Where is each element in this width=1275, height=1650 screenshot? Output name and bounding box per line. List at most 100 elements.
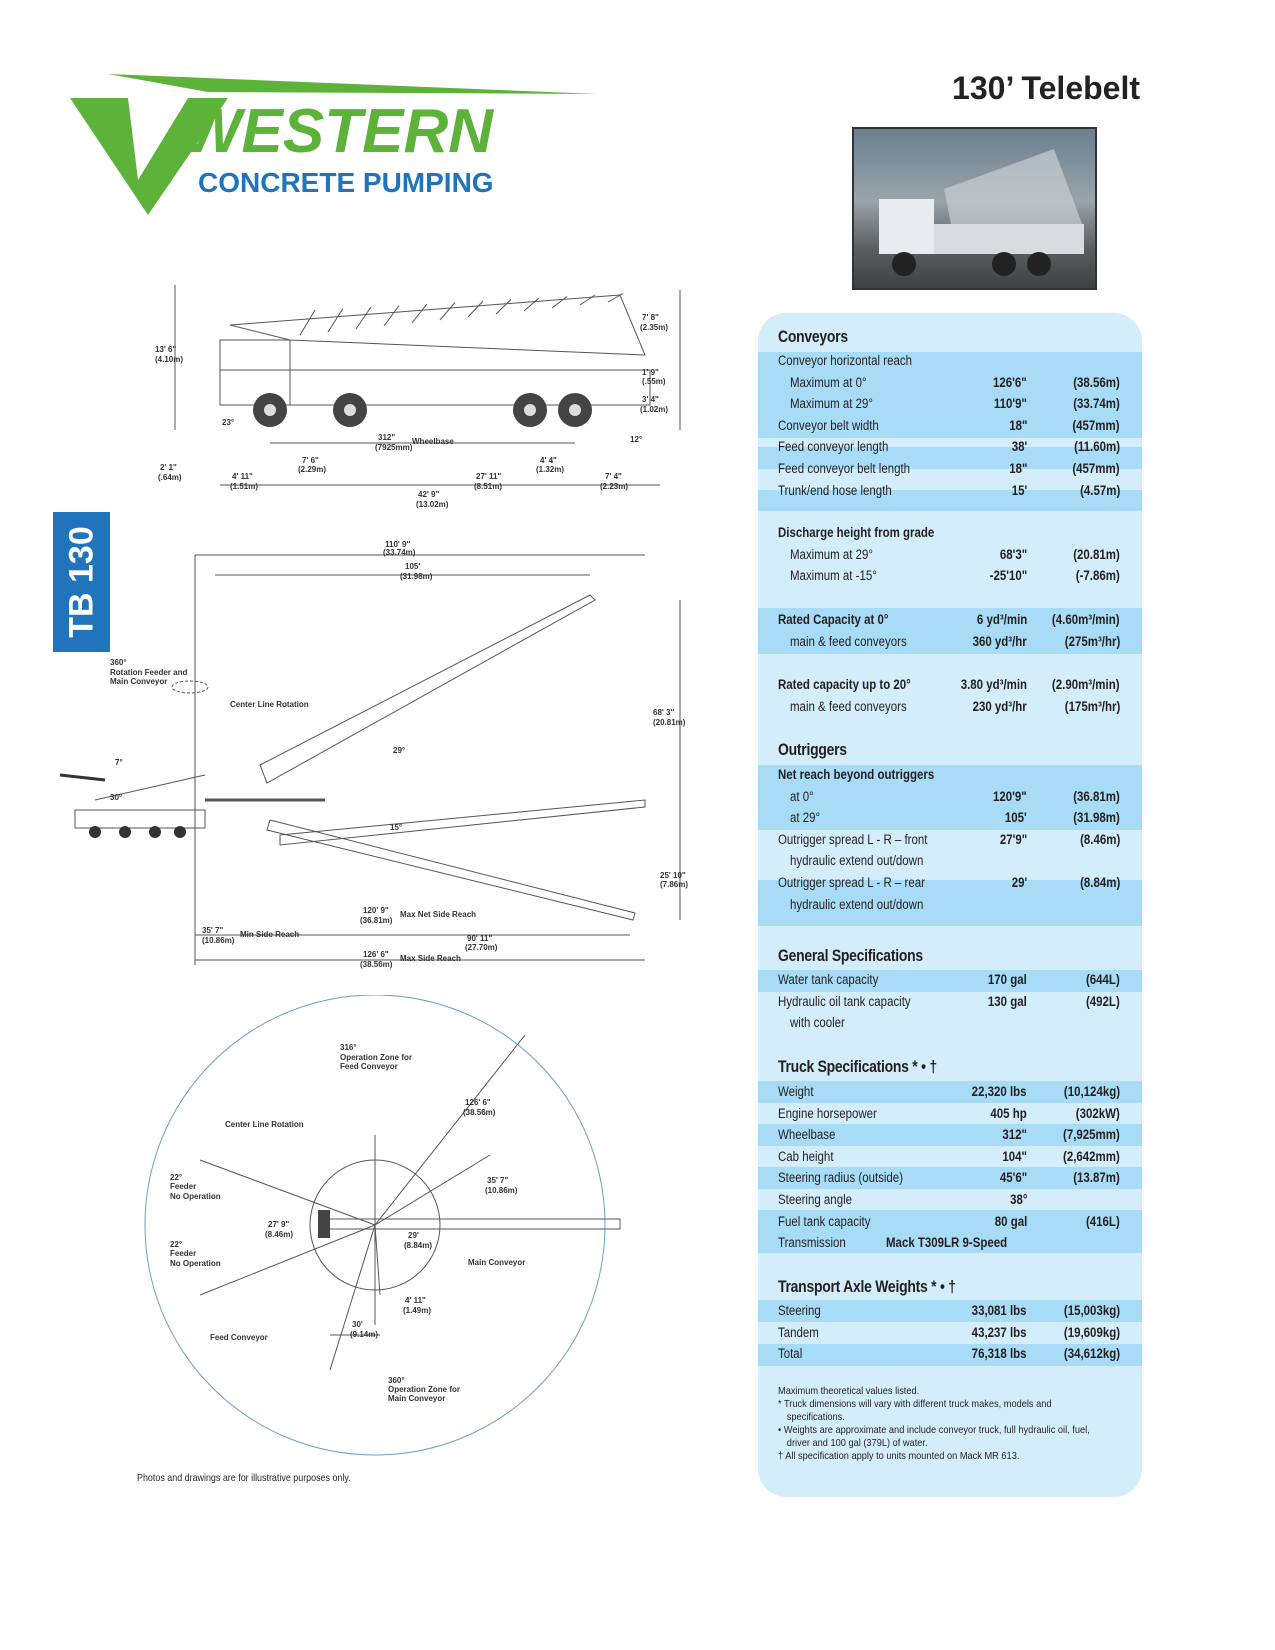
dimension-label: 23° <box>222 418 234 427</box>
spec-value: 22,320 lbs <box>972 1084 1027 1099</box>
footnote: * Truck dimensions will vary with differ… <box>778 1398 1052 1423</box>
dimension-label: (2.23m) <box>600 482 628 491</box>
spec-row: at 0°120'9"(36.81m) <box>758 786 1142 807</box>
spec-metric-value: (4.57m) <box>1079 482 1120 498</box>
spec-label: Maximum at 29° <box>790 546 874 562</box>
spec-label: Rated capacity up to 20° <box>778 677 911 692</box>
spec-label: hydraulic extend out/down <box>790 853 924 869</box>
spec-metric-value: (8.46m) <box>1079 831 1120 847</box>
dimension-label: 27' 9" <box>268 1220 289 1229</box>
dimension-label: 7° <box>115 758 123 767</box>
dimension-label: Rotation Feeder and <box>110 668 187 677</box>
spec-label: Feed conveyor belt length <box>778 461 911 476</box>
dimension-label: 360° <box>110 658 127 667</box>
spec-label: Feed conveyor length <box>778 439 889 455</box>
radial-line <box>199 1224 376 1296</box>
dimension-label: Min Side Reach <box>240 930 299 939</box>
dimension-label: (38.56m) <box>463 1108 496 1117</box>
dimension-label: (2.35m) <box>640 323 668 332</box>
spec-label: Maximum at 0° <box>790 374 867 390</box>
section-heading-conveyors: Conveyors <box>778 327 848 346</box>
truck-photo <box>852 127 1097 290</box>
dimension-label: Wheelbase <box>412 437 454 446</box>
section-heading-truck: Truck Specifications * • † <box>778 1057 937 1076</box>
spec-label: Transmission <box>778 1235 846 1251</box>
dimension-label: (1.32m) <box>536 465 564 474</box>
truss-member <box>327 308 344 333</box>
radial-line <box>199 1159 376 1226</box>
spec-value: 29' <box>1011 875 1027 890</box>
footnote: † All specification apply to units mount… <box>778 1450 1020 1462</box>
row-shading <box>758 1167 1142 1189</box>
wheel-hub <box>569 404 581 416</box>
dimension-label: 29' <box>408 1231 419 1240</box>
dimension-label: 22° <box>170 1240 182 1249</box>
spec-row: at 29°105'(31.98m) <box>758 807 1142 828</box>
dimension-label: Center Line Rotation <box>230 700 309 709</box>
dimension-label: No Operation <box>170 1259 221 1268</box>
logo-graphic: WESTERN CONCRETE PUMPING <box>70 74 598 215</box>
row-shading <box>758 490 1142 511</box>
dimension-label: 4' 11" <box>405 1296 426 1305</box>
dimension-label: 25' 10" <box>660 871 686 880</box>
row-shading <box>758 970 1142 992</box>
conveyor-at-0 <box>279 799 646 846</box>
spec-value: -25'10" <box>989 568 1027 584</box>
wheel <box>119 826 131 838</box>
spec-label: Outrigger spread L - R – rear <box>778 875 925 890</box>
spec-label: Weight <box>778 1084 814 1099</box>
model-side-tab: TB 130 <box>53 512 110 652</box>
spec-value: 130 gal <box>988 993 1027 1009</box>
spec-value: 45'6" <box>999 1170 1027 1186</box>
spec-row: Net reach beyond outriggers <box>758 764 1142 785</box>
dimension-label: (20.81m) <box>653 718 686 727</box>
section-heading-general: General Specifications <box>778 946 923 965</box>
spec-row: Conveyor horizontal reach <box>758 350 1142 371</box>
dimension-label: (1.49m) <box>403 1306 431 1315</box>
dimension-label: 7' 4" <box>605 472 622 481</box>
dimension-label: Center Line Rotation <box>225 1120 304 1129</box>
spec-metric-value: (36.81m) <box>1073 788 1120 804</box>
wheel-hub <box>264 404 276 416</box>
dimension-label: 29° <box>393 746 405 755</box>
spec-row: Discharge height from grade <box>758 522 1142 543</box>
spec-label: at 29° <box>790 810 821 826</box>
spec-value: 38° <box>1009 1192 1027 1207</box>
row-shading <box>758 1124 1142 1146</box>
spec-label: Hydraulic oil tank capacity <box>778 993 911 1009</box>
dimension-label: (4.10m) <box>155 355 183 364</box>
dimension-label: 3' 4" <box>642 395 659 404</box>
spec-label: Discharge height from grade <box>778 525 935 540</box>
spec-value: 170 gal <box>988 972 1027 987</box>
dimension-label: 12° <box>630 435 642 444</box>
spec-label: Wheelbase <box>778 1127 836 1143</box>
spec-value: 405 hp <box>990 1105 1027 1121</box>
telebelt-truck-image <box>879 149 1084 276</box>
spec-row: hydraulic extend out/down <box>758 850 1142 871</box>
reach-elevation-drawing: 110' 9"(33.74m)105'(31.98m)360°Rotation … <box>59 540 688 969</box>
spec-value: 33,081 lbs <box>972 1303 1027 1318</box>
spec-metric-value: (492L) <box>1086 993 1120 1009</box>
spec-metric-value: (15,003kg) <box>1063 1303 1120 1318</box>
spec-value: 104" <box>1002 1148 1027 1164</box>
dimension-label: Operation Zone for <box>340 1053 412 1062</box>
spec-metric-value: (175m³/hr) <box>1064 698 1120 714</box>
dimension-label: (7.86m) <box>660 880 688 889</box>
dimension-label: 120' 9" <box>363 906 389 915</box>
truss-member <box>551 296 568 309</box>
product-title: 130’ Telebelt <box>952 70 1140 106</box>
dimension-label: 7' 8" <box>642 313 659 322</box>
spec-value: 80 gal <box>994 1213 1027 1229</box>
dimension-label: (27.70m) <box>465 943 498 952</box>
dimension-label: 110' 9" <box>385 540 410 549</box>
